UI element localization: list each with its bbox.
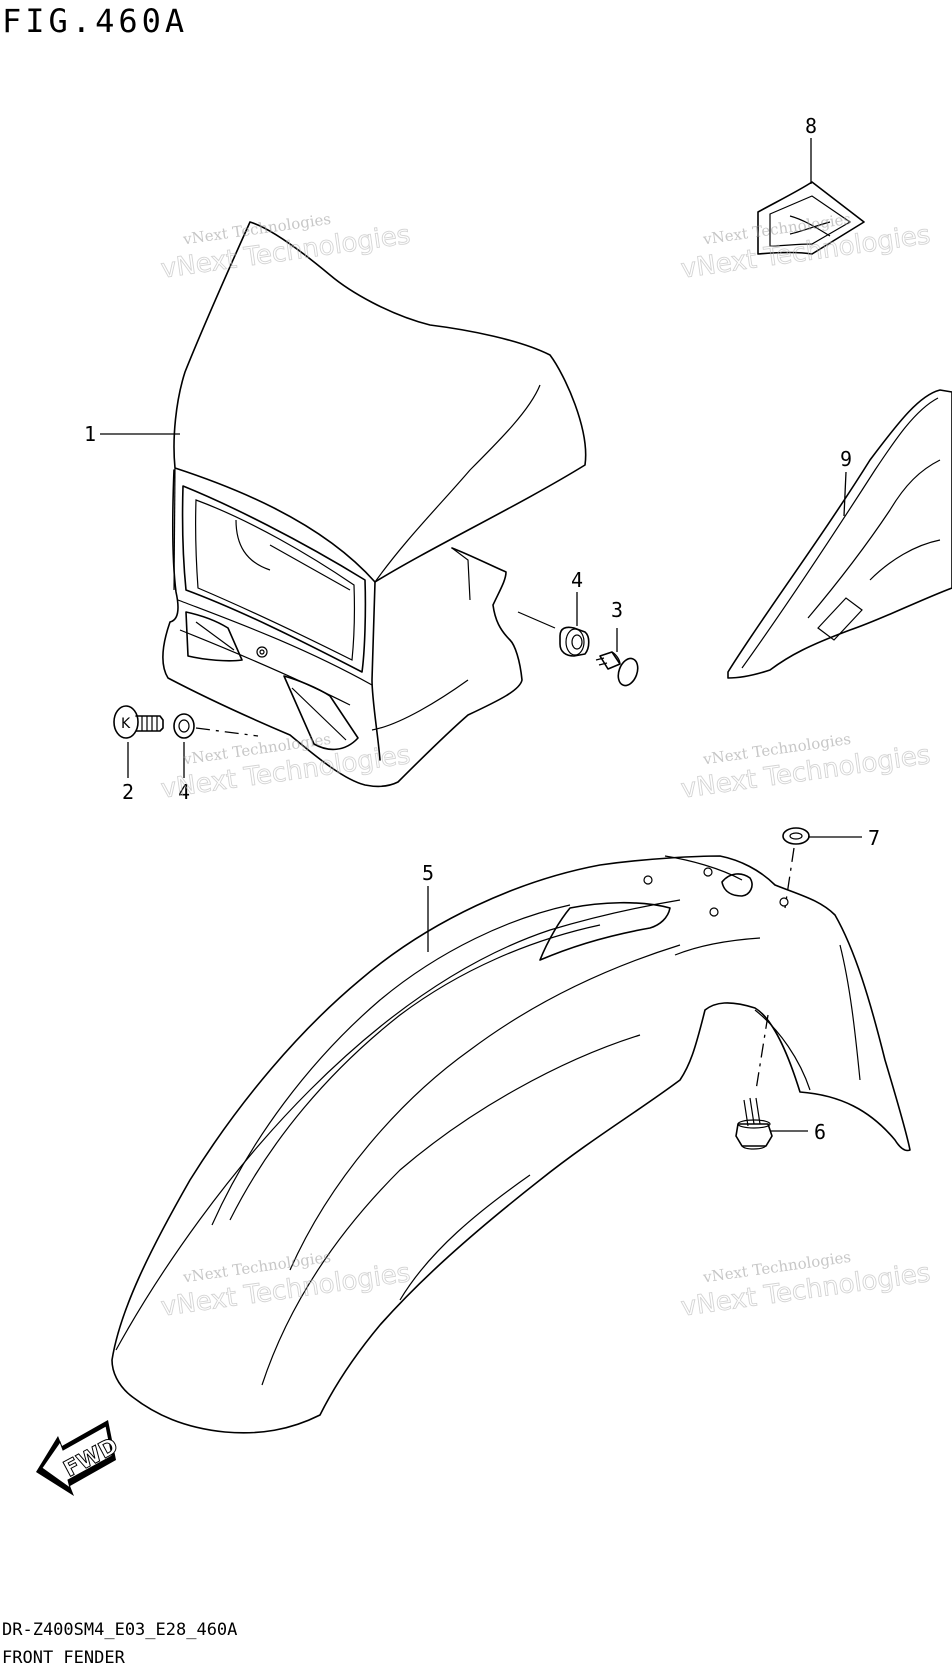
decal-part-8[interactable] [757, 181, 865, 255]
callout-1: 1 [84, 422, 96, 446]
screw-part-3[interactable] [595, 651, 641, 688]
decal-letter-k: K [121, 716, 131, 732]
washer-part-7[interactable] [782, 827, 810, 909]
decal-part-9[interactable] [727, 389, 952, 679]
grommet-part-4-upper[interactable] [559, 626, 590, 657]
watermark-6: vNext Technologies vNext Technologies [679, 1248, 933, 1323]
watermark-4: vNext Technologies vNext Technologies [679, 730, 933, 805]
callout-6: 6 [814, 1120, 826, 1144]
callout-4-upper: 4 [571, 568, 583, 592]
watermark-2: vNext Technologies vNext Technologies [679, 210, 933, 285]
forward-arrow-icon: FWD [36, 1420, 123, 1496]
callout-5: 5 [422, 861, 434, 885]
callout-2: 2 [122, 780, 134, 804]
watermark-5: vNext Technologies vNext Technologies [159, 1248, 413, 1323]
bolt-part-6[interactable] [735, 1014, 773, 1150]
headlight-cowl-part-1[interactable] [162, 221, 587, 788]
leader-9 [843, 471, 847, 517]
callout-9: 9 [840, 447, 852, 471]
watermark-1: vNext Technologies vNext Technologies [159, 210, 413, 285]
front-fender-part-5[interactable] [111, 855, 911, 1434]
callout-3: 3 [611, 598, 623, 622]
callout-8: 8 [805, 114, 817, 138]
screw-part-2[interactable]: K [113, 705, 164, 739]
callout-7: 7 [868, 826, 880, 850]
model-code: DR-Z400SM4_E03_E28_460A [2, 1620, 238, 1640]
callout-4-lower: 4 [178, 780, 190, 804]
section-name: FRONT FENDER [2, 1648, 125, 1668]
grommet-part-4-lower[interactable] [173, 713, 259, 739]
figure-title: FIG.460A [2, 2, 189, 40]
